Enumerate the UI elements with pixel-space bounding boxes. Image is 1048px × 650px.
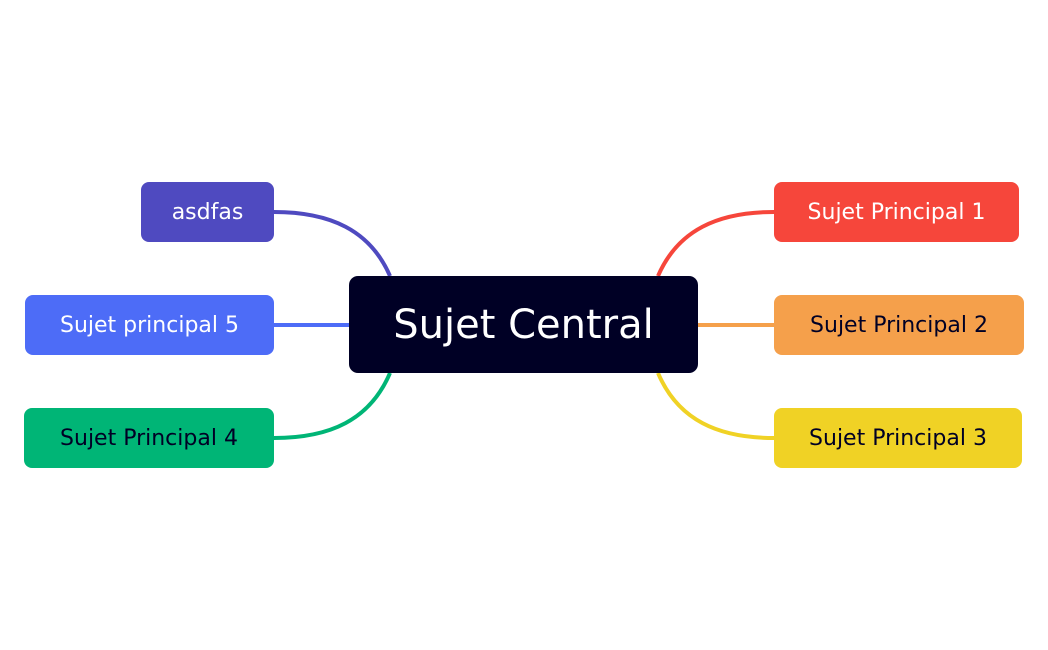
- topic-label: Sujet Principal 1: [807, 199, 986, 225]
- topic-label: Sujet Principal 3: [809, 425, 987, 451]
- topic-label: Sujet Principal 4: [60, 425, 238, 451]
- topic-node-asdfas[interactable]: asdfas: [141, 182, 274, 242]
- topic-node-principal-2[interactable]: Sujet Principal 2: [774, 295, 1024, 355]
- central-topic-node[interactable]: Sujet Central: [349, 276, 698, 373]
- connector-asdfas: [273, 210, 392, 277]
- topic-node-principal-5[interactable]: Sujet principal 5: [25, 295, 274, 355]
- connector-p3: [656, 372, 775, 440]
- connector-p4: [273, 372, 392, 440]
- topic-label: Sujet Principal 2: [810, 312, 988, 338]
- topic-label: asdfas: [171, 199, 244, 225]
- topic-node-principal-1[interactable]: Sujet Principal 1: [774, 182, 1019, 242]
- topic-node-principal-4[interactable]: Sujet Principal 4: [24, 408, 274, 468]
- topic-label: Sujet principal 5: [60, 312, 239, 338]
- connector-p1: [656, 210, 775, 277]
- central-topic-label: Sujet Central: [393, 301, 654, 348]
- topic-node-principal-3[interactable]: Sujet Principal 3: [774, 408, 1022, 468]
